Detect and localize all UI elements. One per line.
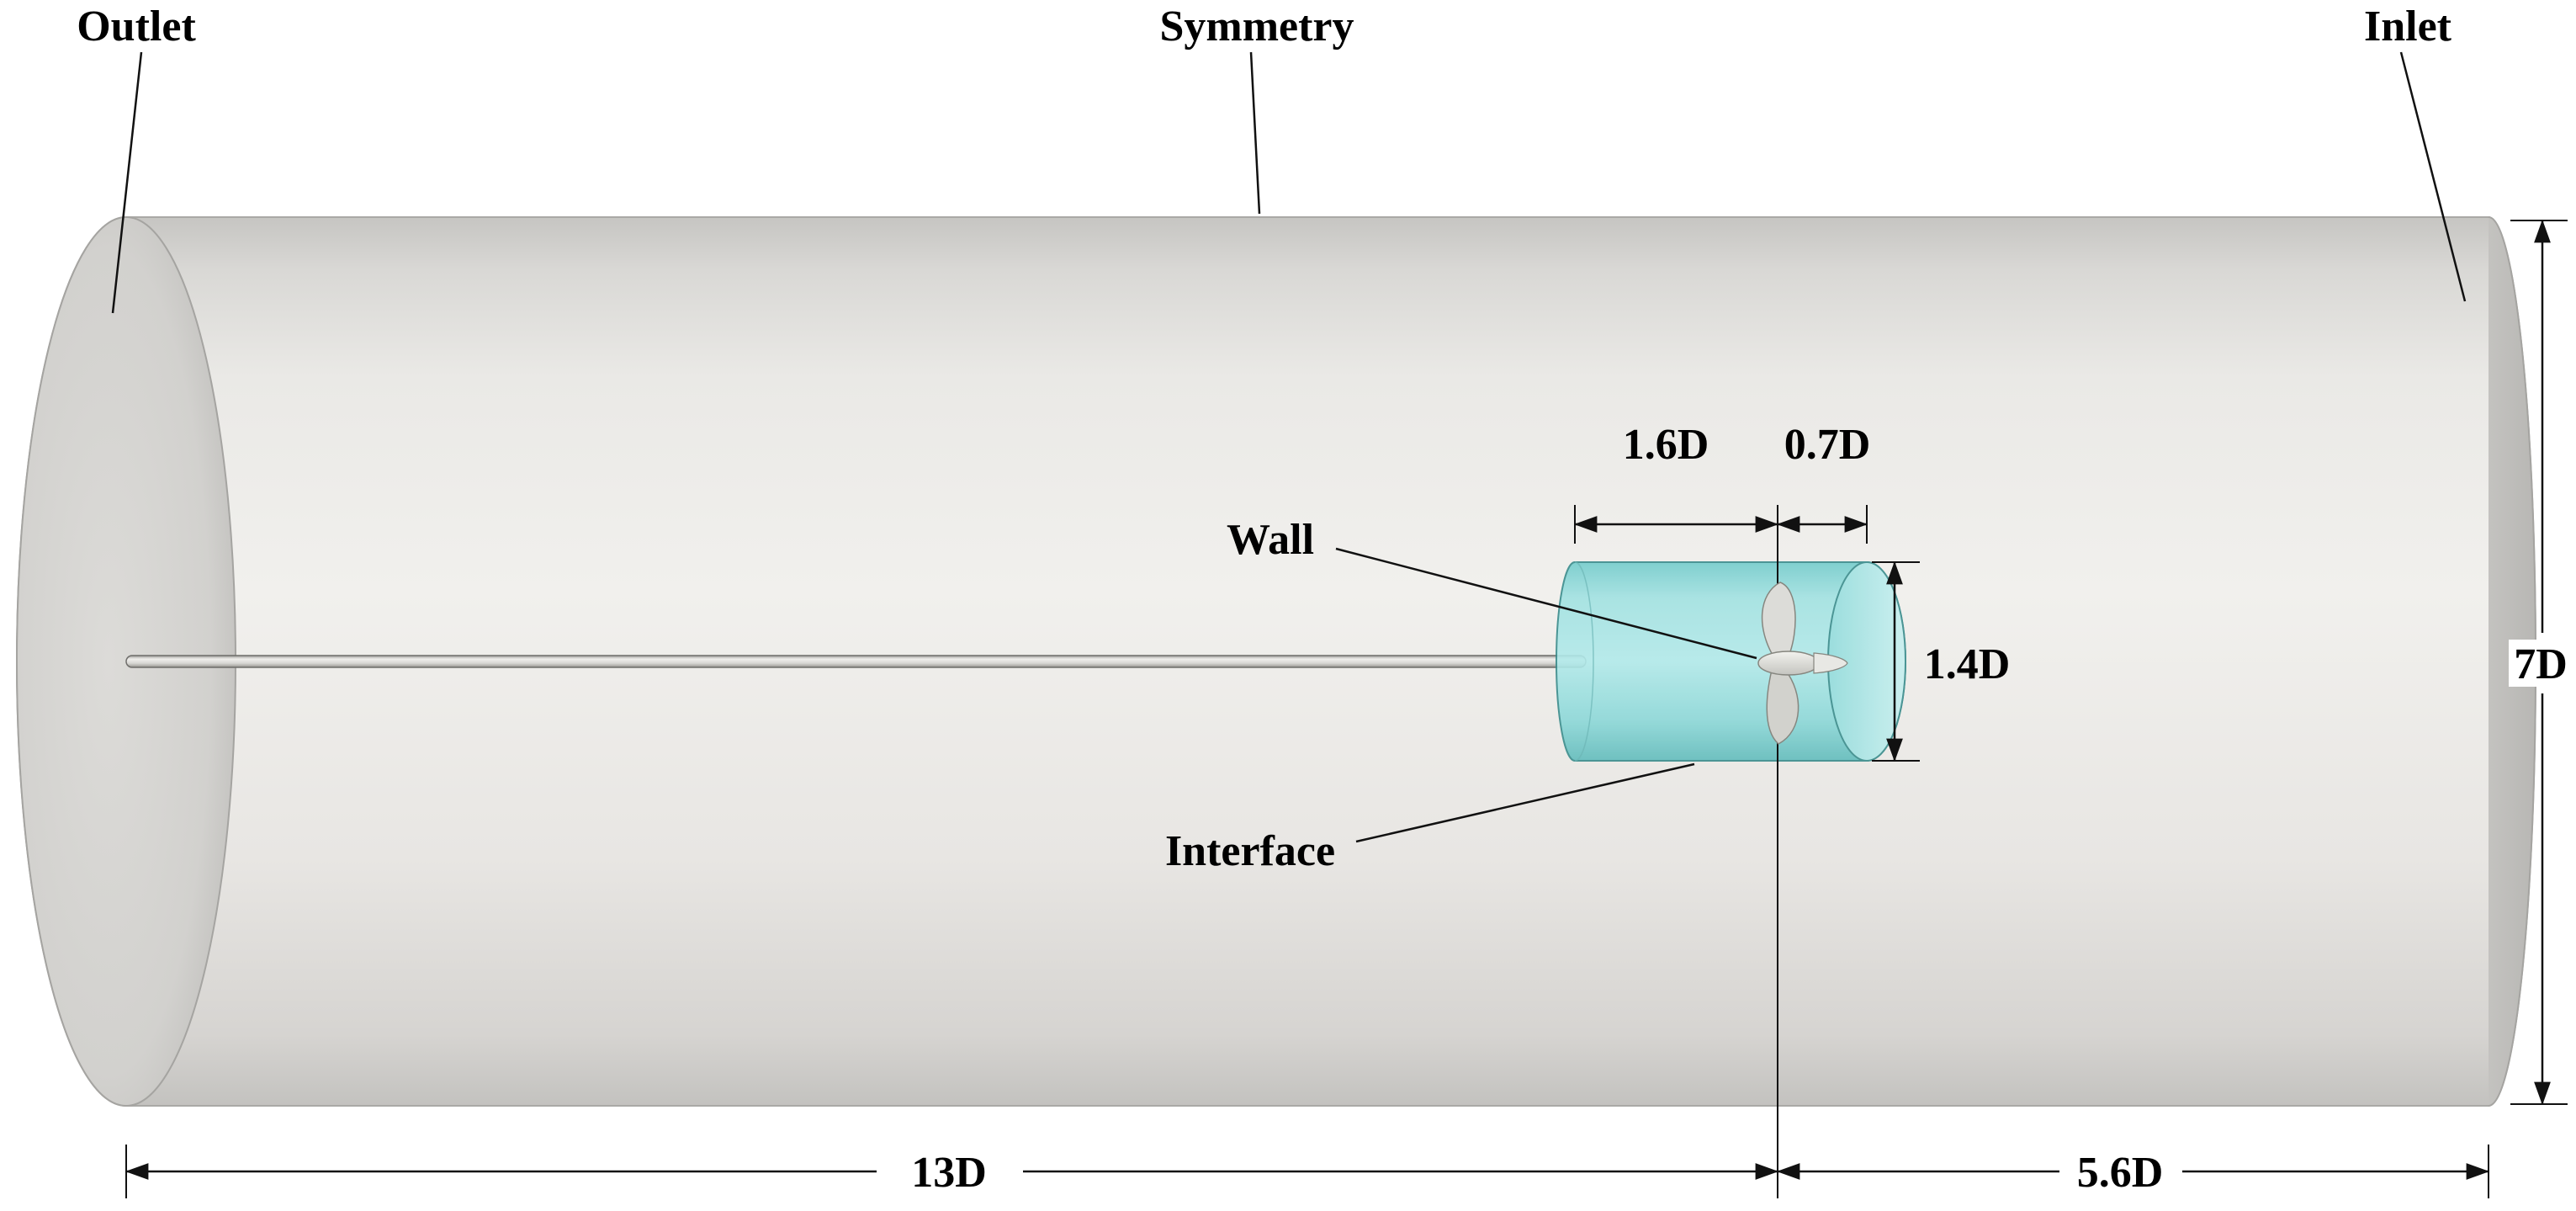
rotating-zone-left-rim: [1574, 561, 1594, 762]
propeller-blade-lower: [1766, 669, 1799, 745]
leader-outlet: [111, 51, 143, 314]
rotating-zone: [1556, 561, 1906, 762]
propeller-blade-upper: [1761, 582, 1796, 657]
propeller-shaft: [125, 655, 1587, 668]
propeller-cone: [1813, 652, 1848, 674]
dimension-annotations: [125, 219, 2568, 1198]
dim-label-zone-diameter: 1.4D: [1924, 640, 2011, 688]
dim-label-domain-diameter: 7D: [2514, 640, 2568, 688]
dim-label-zone-left: 1.6D: [1623, 421, 1709, 469]
labels: Outlet Symmetry Inlet Wall Interface 1.6…: [77, 3, 2576, 1197]
leader-symmetry: [1249, 51, 1261, 215]
dim-label-bottom-right: 5.6D: [2077, 1149, 2164, 1197]
leader-lines: [111, 51, 2467, 843]
label-wall: Wall: [1227, 516, 1314, 564]
label-outlet: Outlet: [77, 3, 196, 50]
leader-inlet: [2399, 51, 2467, 302]
dim-label-zone-right: 0.7D: [1784, 421, 1871, 469]
label-interface: Interface: [1165, 827, 1335, 875]
dim-label-bottom-left: 13D: [911, 1149, 987, 1197]
leader-interface: [1355, 762, 1695, 843]
propeller: [1757, 582, 1848, 745]
label-backplate-domain-diameter: [2509, 640, 2576, 687]
leader-wall: [1335, 547, 1757, 660]
label-inlet: Inlet: [2364, 3, 2452, 50]
propeller-hub: [1757, 651, 1820, 676]
label-symmetry: Symmetry: [1159, 3, 1354, 50]
